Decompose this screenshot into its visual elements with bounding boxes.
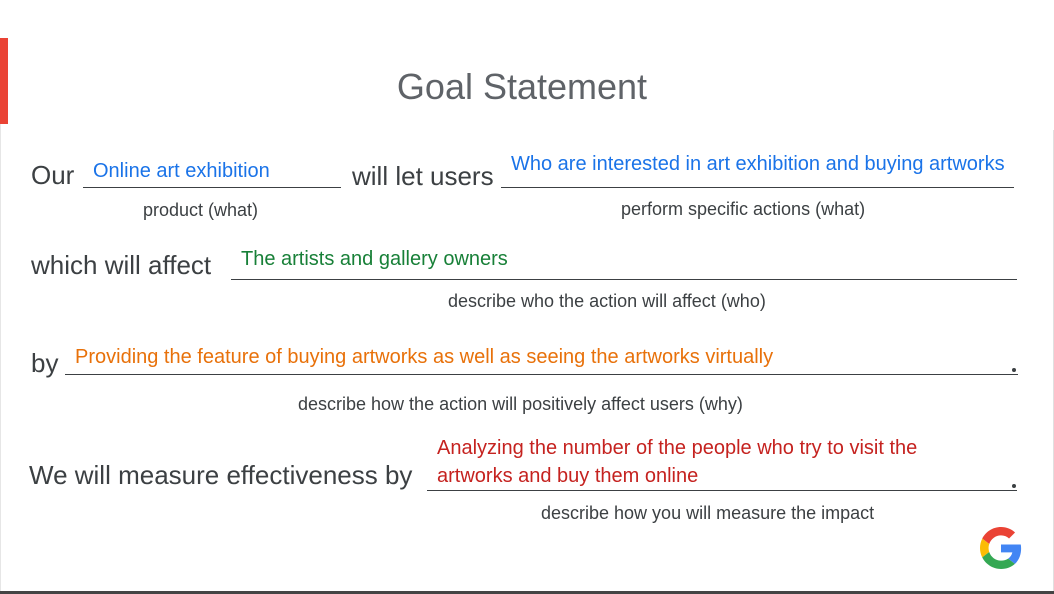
- red-accent-bar: [0, 38, 8, 124]
- affect-hint: describe who the action will affect (who…: [448, 291, 766, 311]
- affect-value[interactable]: The artists and gallery owners: [241, 248, 508, 270]
- google-g-icon: [980, 527, 1022, 569]
- product-hint: product (what): [143, 200, 259, 220]
- by-hint: describe how the action will positively …: [298, 394, 743, 414]
- measure-value-line2[interactable]: artworks and buy them online: [437, 465, 699, 487]
- measure-value-line1[interactable]: Analyzing the number of the people who t…: [437, 437, 918, 459]
- period-dot: [1012, 368, 1016, 372]
- actions-hint: perform specific actions (what): [621, 199, 866, 219]
- by-blank-line: [65, 374, 1018, 375]
- actions-blank-line: [501, 187, 1014, 188]
- by-value[interactable]: Providing the feature of buying artworks…: [75, 346, 774, 368]
- product-blank-line: [83, 187, 341, 188]
- measure-hint: describe how you will measure the impact: [541, 503, 875, 523]
- product-value[interactable]: Online art exhibition: [93, 160, 270, 182]
- measure-blank-line: [427, 490, 1017, 491]
- our-label: Our: [31, 160, 75, 190]
- will-let-users-label: will let users: [352, 161, 494, 191]
- affect-blank-line: [231, 279, 1017, 280]
- by-label: by: [31, 348, 59, 378]
- slide-bottom-border: [0, 591, 1054, 594]
- actions-value[interactable]: Who are interested in art exhibition and…: [511, 153, 1005, 175]
- slide-left-border: [0, 124, 1, 594]
- affect-label: which will affect: [31, 250, 212, 280]
- slide-title: Goal Statement: [396, 66, 648, 107]
- period-dot: [1012, 484, 1016, 488]
- measure-label: We will measure effectiveness by: [29, 460, 413, 490]
